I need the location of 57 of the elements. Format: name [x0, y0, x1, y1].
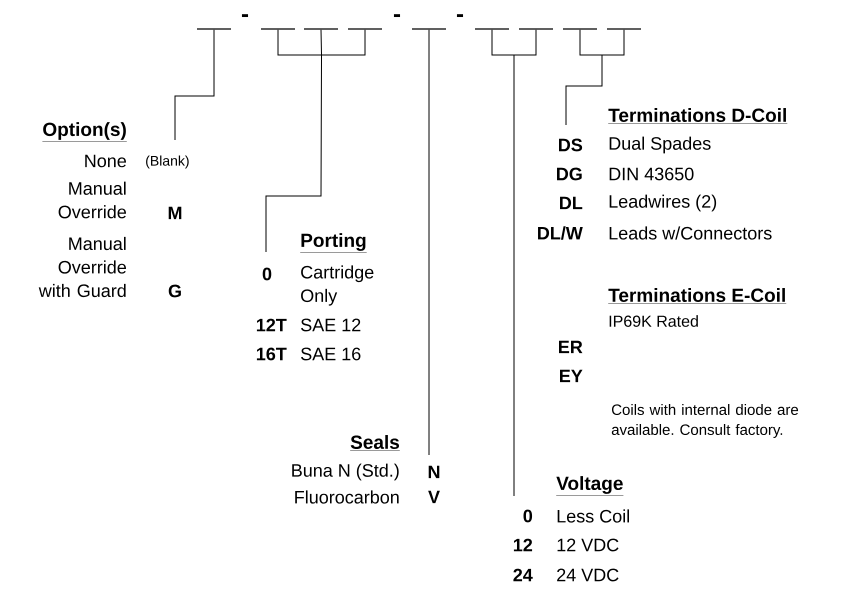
- code-letter: 0: [524, 510, 532, 522]
- code-letter: M: [168, 206, 182, 220]
- blank-line: [519, 28, 553, 30]
- section-heading: Option(s): [42, 122, 127, 142]
- note-text: (Blank): [146, 155, 189, 169]
- section-heading: Terminations E-Coil: [608, 288, 786, 304]
- blank-line: [563, 28, 597, 30]
- blank-line: [607, 28, 641, 30]
- code-letter: ER: [559, 340, 582, 354]
- description-text: Manual Override: [58, 182, 126, 218]
- description-text: SAE 16: [301, 348, 360, 360]
- code-letter: DL/W: [538, 226, 583, 240]
- leader-line: [566, 29, 624, 126]
- leader-line: [174, 29, 214, 140]
- description-text: Dual Spades: [610, 136, 711, 154]
- note-text: Coils with internal diode are available. Consult factory.: [612, 404, 798, 438]
- code-letter: V: [428, 490, 440, 504]
- description-text: Buna N (Std.): [292, 464, 399, 480]
- description-text: SAE 12: [301, 318, 360, 332]
- separator-dash: -: [456, 14, 464, 18]
- blank-line: [197, 28, 231, 30]
- section-heading: Seals: [350, 435, 400, 451]
- description-text: Fluorocarbon: [295, 490, 399, 504]
- leader-line: [266, 29, 366, 252]
- code-letter: 12T: [256, 318, 287, 332]
- code-letter: 16T: [256, 348, 287, 360]
- section-heading: Voltage: [556, 476, 624, 496]
- code-letter: DG: [557, 168, 582, 180]
- leader-line: [492, 29, 536, 496]
- description-text: 12 VDC: [558, 538, 619, 552]
- separator-dash: -: [242, 14, 248, 18]
- description-text: Leads w/Connectors: [610, 226, 772, 240]
- blank-line: [412, 28, 446, 30]
- description-text: Manual Override with Guard: [38, 236, 126, 298]
- note-text: IP69K Rated: [610, 315, 698, 327]
- blank-line: [348, 28, 382, 30]
- code-letter: 24: [513, 568, 533, 582]
- section-heading: Terminations D-Coil: [608, 108, 788, 124]
- leader-line: [428, 29, 430, 456]
- code-letter: DS: [559, 138, 582, 152]
- description-text: None: [85, 154, 126, 168]
- code-letter: DL: [560, 196, 582, 210]
- code-letter: EY: [560, 370, 583, 382]
- code-letter: 0: [262, 268, 272, 280]
- description-text: 24 VDC: [557, 568, 619, 582]
- description-text: Cartridge Only: [301, 265, 374, 306]
- code-letter: 12: [514, 538, 532, 552]
- blank-line: [304, 28, 338, 30]
- description-text: DIN 43650: [610, 168, 694, 180]
- section-heading: Porting: [300, 233, 367, 252]
- description-text: Leadwires (2): [610, 194, 716, 212]
- separator-dash: -: [394, 14, 400, 18]
- blank-line: [261, 28, 295, 30]
- description-text: Less Coil: [558, 509, 629, 523]
- code-letter: N: [428, 466, 440, 478]
- blank-line: [475, 28, 509, 30]
- code-letter: G: [168, 284, 181, 298]
